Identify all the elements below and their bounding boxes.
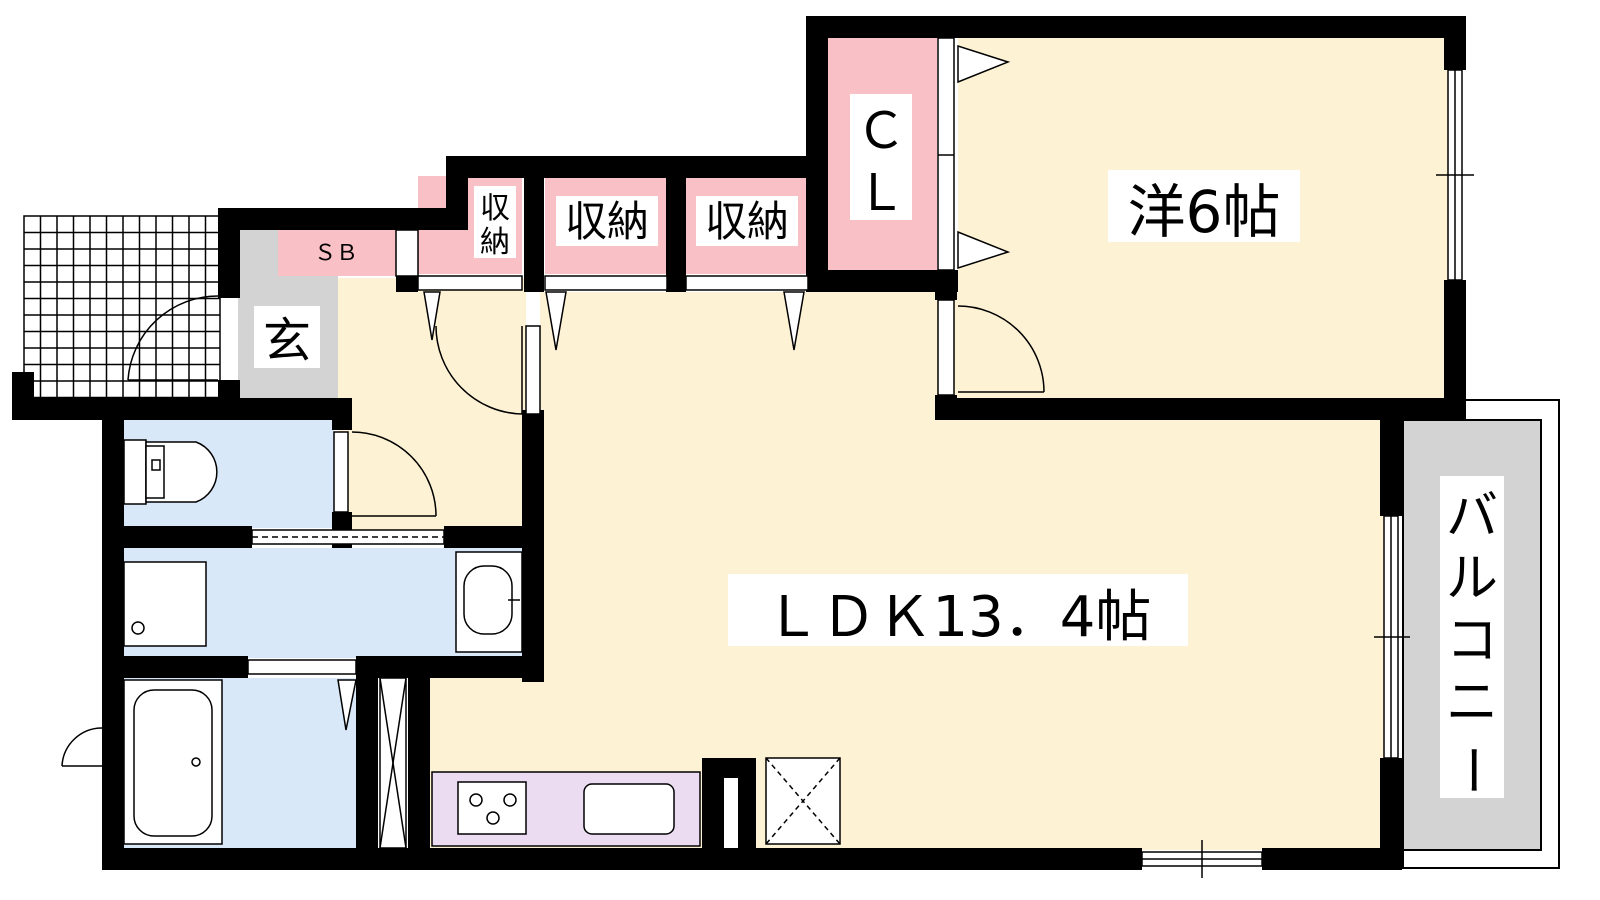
bathtub <box>123 679 223 845</box>
western-room-label: 洋6帖 <box>1128 178 1281 246</box>
kitchen-counter <box>431 771 701 847</box>
balcony-label-bg <box>1440 476 1504 798</box>
storage-small-label-line1: 収 <box>480 191 510 226</box>
storage-small-label-bg <box>474 186 516 258</box>
toilet-fixture <box>123 439 218 505</box>
storage-2-label: 収納 <box>705 197 789 246</box>
ldk-label: ＬＤＫ13．4帖 <box>765 585 1152 650</box>
balcony-label-char-5: ー <box>1441 744 1501 796</box>
ldk-floor <box>430 292 1398 850</box>
storage-1-label: 収納 <box>565 197 649 246</box>
door-swing-marks <box>337 44 1011 731</box>
storage-small-label-line2: 納 <box>480 225 510 260</box>
wash-basin <box>455 551 523 653</box>
western-room-label-bg <box>1108 170 1300 242</box>
balcony-label-char-4: ニ <box>1446 673 1498 733</box>
ldk-label-bg <box>728 574 1188 646</box>
balcony-label-char-1: バ <box>1446 487 1498 547</box>
entrance-label-bg <box>254 306 320 368</box>
closet-label-line2: Ｌ <box>856 164 906 222</box>
closet-label-line1: Ｃ <box>856 102 906 160</box>
storage-2-label-bg <box>696 196 798 246</box>
windows <box>247 69 1474 878</box>
shoe-box <box>278 230 396 276</box>
balcony-label-char-3: コ <box>1446 611 1498 671</box>
doors <box>61 37 1045 849</box>
closet-label-bg <box>850 94 912 220</box>
shoe-box-label: ＳＢ <box>314 241 358 266</box>
washing-machine-pan <box>123 561 207 647</box>
storage-1-label-bg <box>556 196 658 246</box>
balcony-label-char-2: ル <box>1446 549 1498 609</box>
walls <box>12 16 1466 870</box>
entrance-label: 玄 <box>263 313 311 369</box>
fridge-space <box>765 757 841 845</box>
porch-grid <box>23 215 221 401</box>
kitchen-partition-inner <box>724 778 738 848</box>
